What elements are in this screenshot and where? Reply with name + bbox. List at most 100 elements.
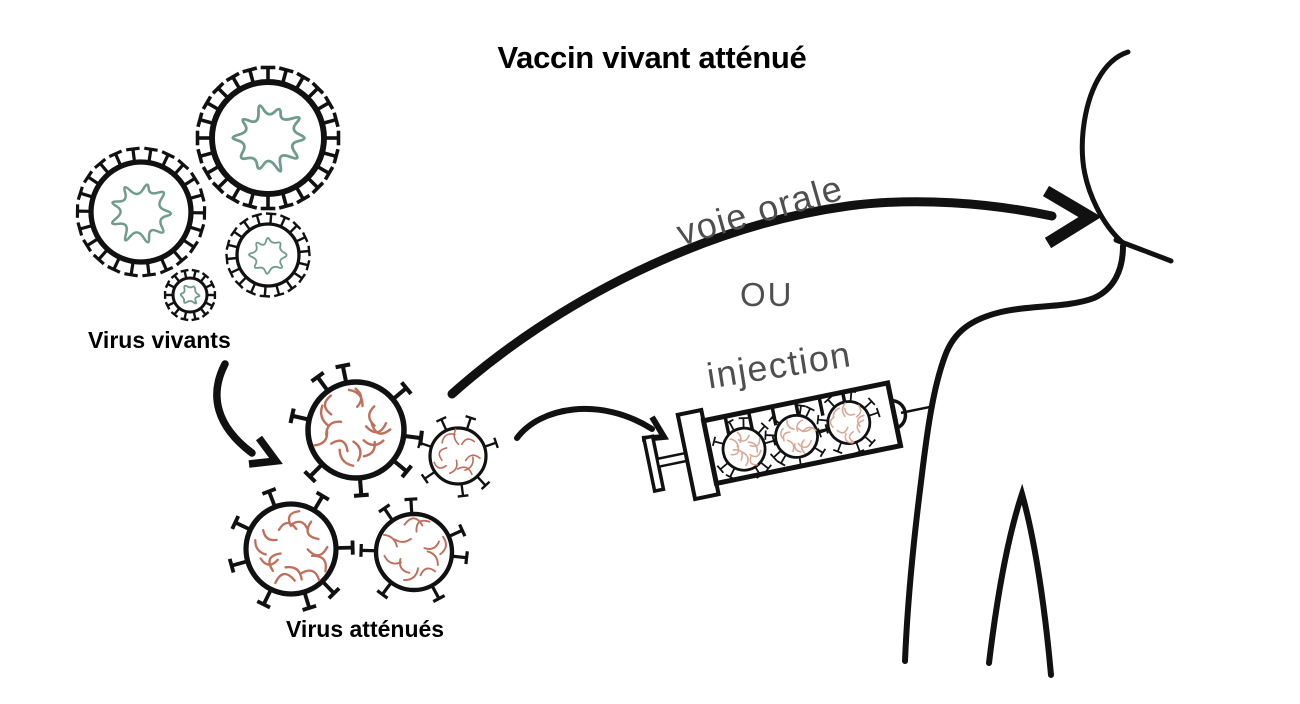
genome-fragment — [800, 439, 806, 454]
genome-fragment — [415, 519, 431, 533]
to-syringe-arrow-shaft — [514, 406, 655, 441]
syringe-needle — [900, 405, 930, 415]
syringe-plunger-rod — [655, 451, 690, 469]
genome-fragment — [741, 451, 749, 467]
label-virus-vivants: Virus vivants — [88, 327, 231, 353]
live-virus — [195, 65, 341, 211]
genome-fragment — [325, 420, 343, 436]
genome-fragment — [448, 459, 458, 475]
genome-fragment — [456, 466, 473, 476]
genome-fragment — [287, 510, 301, 528]
genome-fragment — [370, 421, 392, 435]
live-virus — [163, 268, 217, 322]
oral-route-arrow — [447, 185, 1102, 399]
genome-fragment — [441, 433, 456, 444]
attenuation-arrowhead — [248, 435, 283, 468]
genome-fragment — [856, 414, 865, 428]
genome-fragment — [802, 426, 817, 433]
attenuated-virus — [227, 487, 355, 612]
label-virus-attenues: Virus atténués — [286, 616, 445, 642]
genome-fragment — [794, 443, 802, 453]
genome-fragment — [855, 404, 862, 418]
genome-fragment — [461, 438, 476, 446]
genome-fragment — [433, 461, 447, 469]
genome-fragment — [464, 454, 481, 462]
genome-fragment — [403, 567, 419, 581]
genome-fragment — [732, 449, 744, 461]
genome-fragment — [268, 552, 282, 573]
genome-fragment — [352, 440, 362, 462]
genome-fragment — [786, 419, 795, 430]
syringe-virus-group — [711, 390, 881, 480]
genome-fragment — [362, 439, 385, 447]
oral-route-arrow-shaft — [447, 197, 1057, 399]
genome-fragment — [254, 538, 267, 556]
genome-fragment — [749, 456, 758, 466]
syringe-virus — [764, 404, 829, 469]
live-virus-group — [75, 65, 341, 322]
syringe — [641, 380, 930, 502]
syringe-virus — [816, 390, 881, 455]
genome-fragment — [844, 407, 856, 416]
virus-body — [243, 501, 339, 597]
genome-fragment — [796, 419, 804, 432]
label-ou: OU — [740, 276, 794, 313]
genome-fragment — [338, 448, 355, 467]
genome-fragment — [393, 537, 412, 543]
genome-fragment — [274, 572, 296, 585]
genome-fragment — [284, 565, 303, 581]
armpit-line — [986, 483, 1054, 678]
genome-fragment — [290, 520, 309, 531]
attenuated-virus-group — [227, 362, 499, 612]
lip-line — [1113, 237, 1174, 264]
genome-fragment — [423, 540, 440, 550]
person-outline — [902, 49, 1174, 678]
genome-fragment — [836, 426, 849, 434]
genome-fragment — [403, 517, 424, 527]
genome-fragment — [841, 402, 847, 418]
genome-fragment — [729, 438, 740, 448]
genome-fragment — [737, 434, 750, 442]
attenuation-arrow-shaft — [213, 360, 256, 457]
attenuated-virus — [288, 362, 424, 498]
genome-fragment — [832, 407, 841, 419]
genome-fragment — [453, 428, 460, 446]
live-virus-genome — [111, 183, 173, 244]
genome-fragment — [323, 394, 333, 416]
genome-fragment — [426, 550, 439, 566]
live-virus-genome — [231, 104, 306, 173]
genome-fragment — [419, 567, 436, 577]
genome-fragment — [779, 427, 785, 441]
genome-fragment — [399, 557, 411, 574]
face-profile-line — [1079, 49, 1131, 246]
genome-fragment — [330, 439, 349, 453]
attenuated-virus — [359, 497, 469, 604]
page-title: Vaccin vivant atténué — [497, 40, 807, 75]
genome-fragment — [368, 405, 376, 427]
genome-fragment — [749, 449, 762, 458]
genome-fragment — [362, 440, 377, 458]
genome-fragment — [300, 569, 321, 582]
genome-fragment — [439, 535, 447, 556]
live-virus — [75, 146, 207, 278]
genome-fragment — [306, 520, 320, 541]
genome-fragment — [464, 456, 474, 472]
genome-fragment — [856, 419, 865, 434]
genome-fragment — [364, 422, 388, 434]
live-virus-body — [235, 222, 301, 288]
virus-body — [373, 511, 455, 593]
attenuated-virus — [417, 414, 499, 498]
genome-fragment — [259, 557, 279, 566]
genome-fragment — [262, 528, 278, 542]
chin-shoulder-arm-line — [902, 243, 1126, 664]
genome-fragment — [844, 432, 854, 444]
live-virus-body — [209, 79, 327, 197]
genome-fragment — [438, 447, 448, 462]
oral-route-arrowhead — [1042, 185, 1102, 249]
genome-fragment — [382, 533, 398, 548]
live-virus-body — [88, 159, 194, 265]
virus-body — [305, 379, 407, 481]
live-virus-genome — [179, 284, 201, 305]
